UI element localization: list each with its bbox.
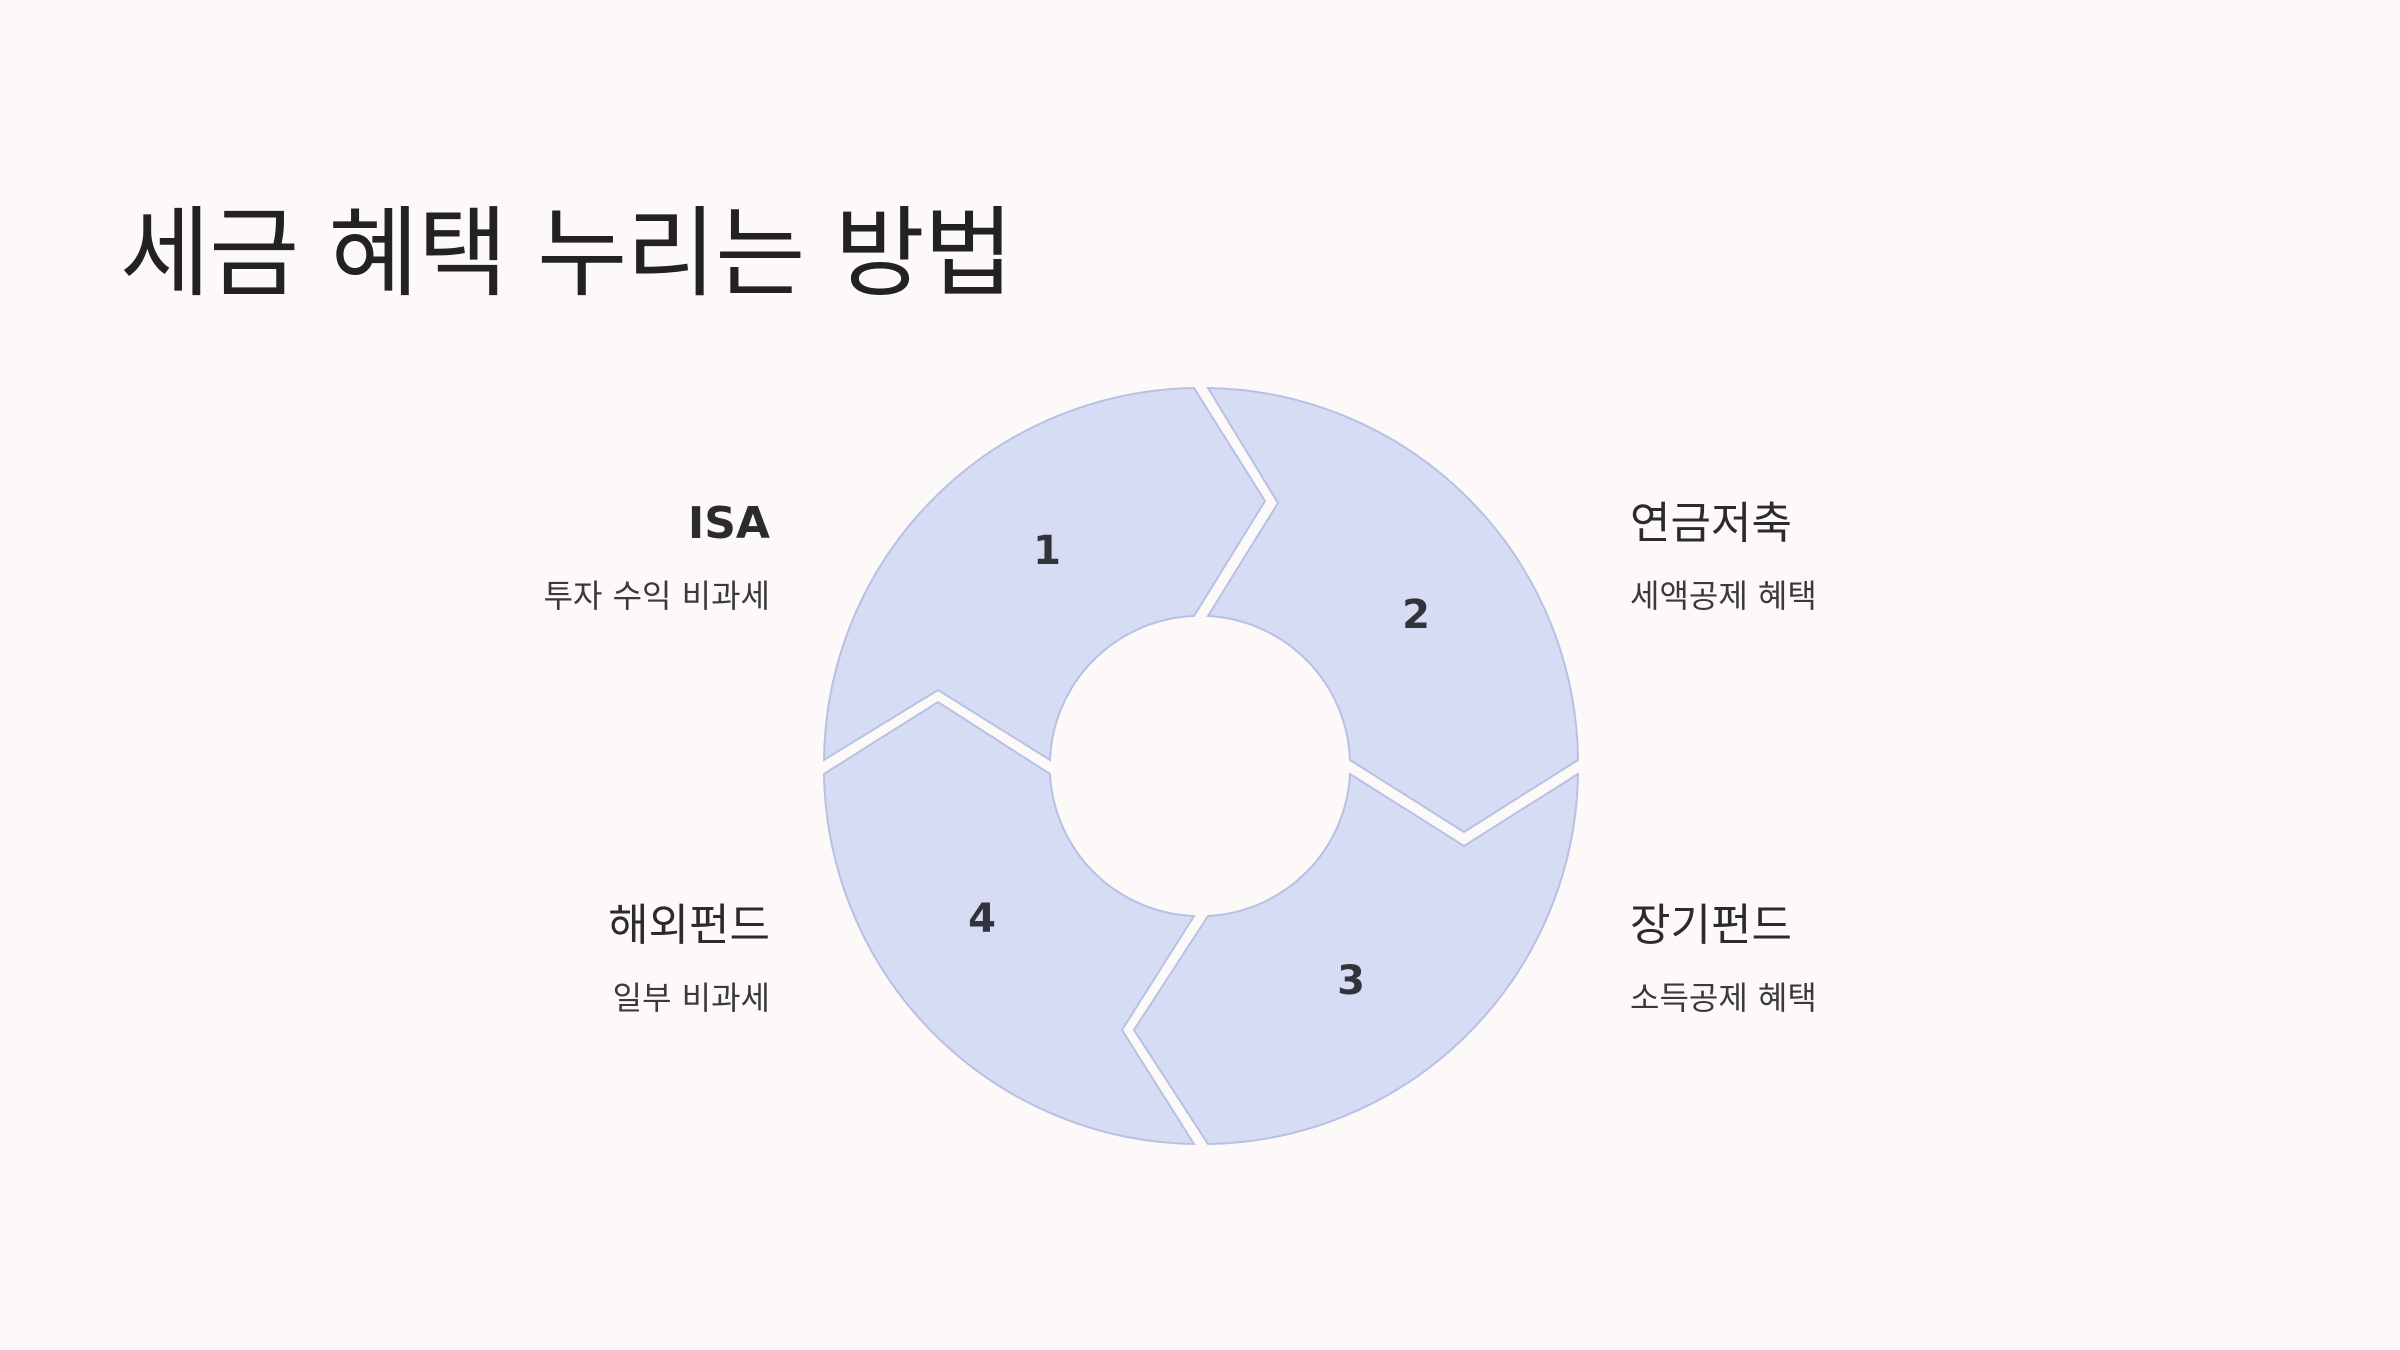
label-isa: ISA 투자 수익 비과세 bbox=[450, 498, 770, 615]
label-isa-heading: ISA bbox=[687, 498, 770, 549]
label-pension-description: 세액공제 혜택 bbox=[1630, 576, 1817, 615]
label-isa-description: 투자 수익 비과세 bbox=[543, 576, 770, 615]
segment-4-number: 4 bbox=[968, 896, 996, 942]
segment-1-number: 1 bbox=[1033, 528, 1061, 574]
label-longterm-fund-description: 소득공제 혜택 bbox=[1630, 978, 1817, 1017]
segment-3-shape bbox=[1132, 772, 1580, 1146]
label-longterm-fund-heading: 장기펀드 bbox=[1630, 900, 1792, 951]
label-overseas-fund-description: 일부 비과세 bbox=[612, 978, 770, 1017]
segment-3-number: 3 bbox=[1337, 958, 1365, 1004]
label-overseas-fund: 해외펀드 일부 비과세 bbox=[450, 900, 770, 1017]
cycle-segment-3: 3 bbox=[1132, 772, 1580, 1146]
page-title: 세금 혜택 누리는 방법 bbox=[120, 197, 1014, 311]
cycle-segment-2: 2 bbox=[1206, 386, 1580, 834]
label-pension-heading: 연금저축 bbox=[1630, 498, 1792, 549]
segment-2-number: 2 bbox=[1402, 592, 1430, 638]
label-longterm-fund: 장기펀드 소득공제 혜택 bbox=[1630, 900, 1950, 1017]
label-overseas-fund-heading: 해외펀드 bbox=[608, 900, 770, 951]
segment-4-shape bbox=[822, 700, 1196, 1146]
segment-1-shape bbox=[822, 386, 1267, 762]
label-pension: 연금저축 세액공제 혜택 bbox=[1630, 498, 1950, 615]
cycle-segment-1: 1 bbox=[822, 386, 1267, 762]
segment-2-shape bbox=[1206, 386, 1580, 834]
cycle-segment-4: 4 bbox=[822, 700, 1196, 1146]
